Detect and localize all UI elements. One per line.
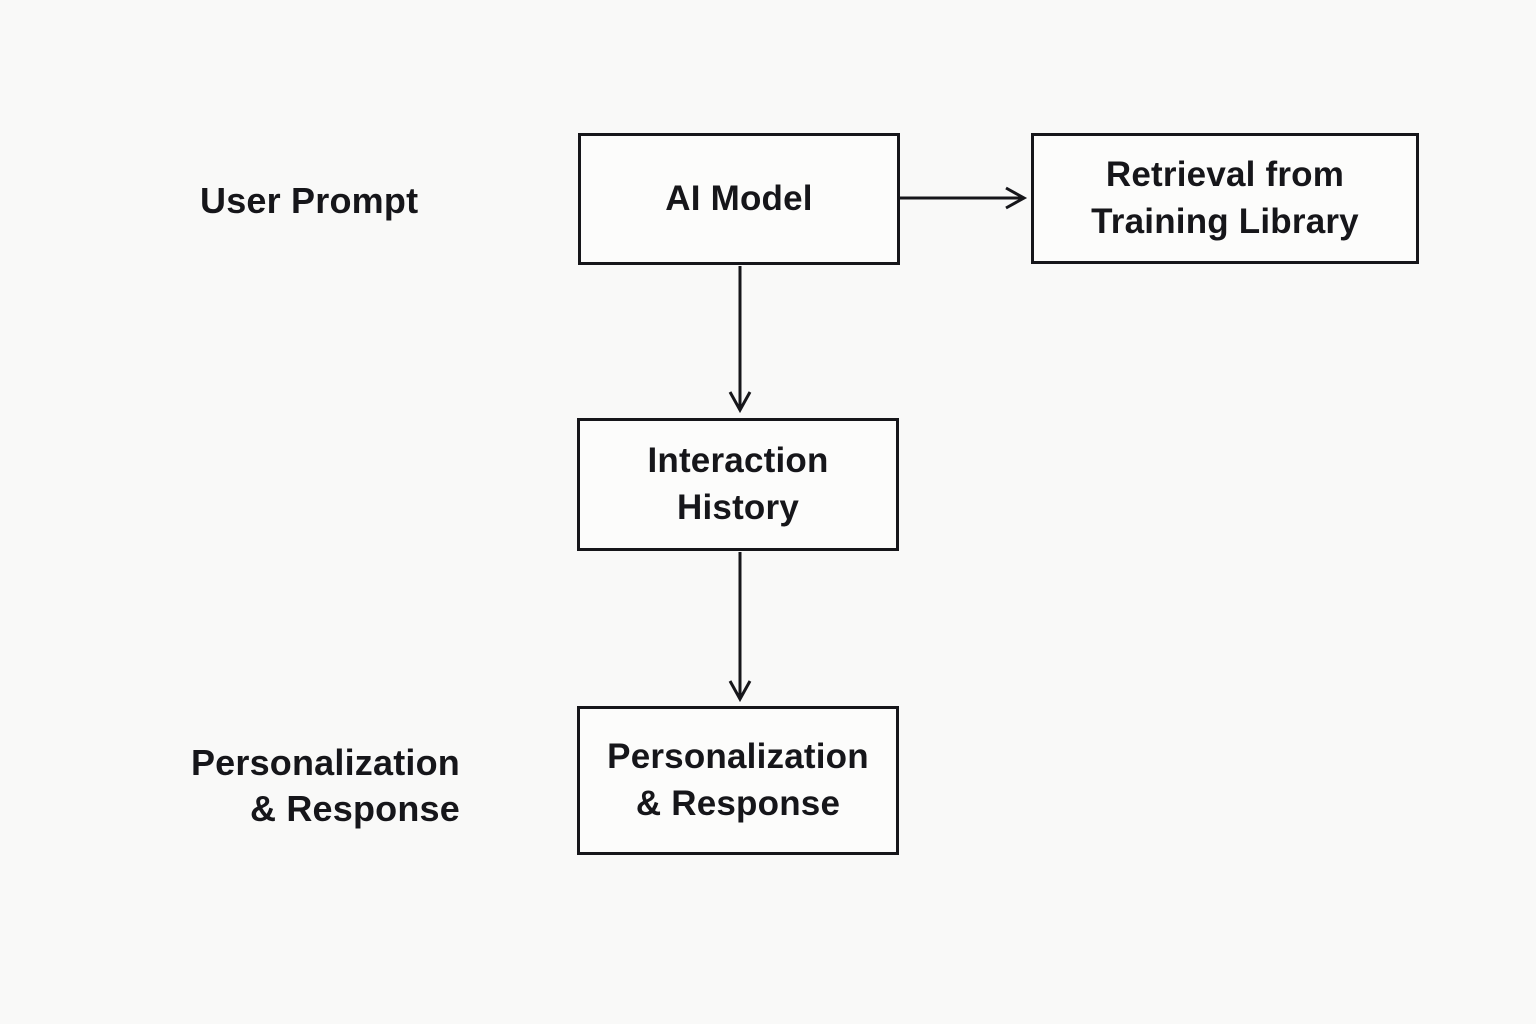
user-prompt-label: User Prompt	[200, 180, 419, 221]
interaction-history-node: Interaction History	[577, 418, 899, 551]
personalization-response-node: Personalization & Response	[577, 706, 899, 855]
arrow-interaction-history-to-personalization	[728, 552, 752, 703]
retrieval-from-training-library-node: Retrieval from Training Library	[1031, 133, 1419, 264]
arrow-ai-model-to-interaction-history	[728, 266, 752, 414]
ai-model-node: AI Model	[578, 133, 900, 265]
personalization-response-label: Personalization & Response	[190, 742, 460, 830]
arrow-ai-model-to-retrieval	[900, 186, 1028, 210]
